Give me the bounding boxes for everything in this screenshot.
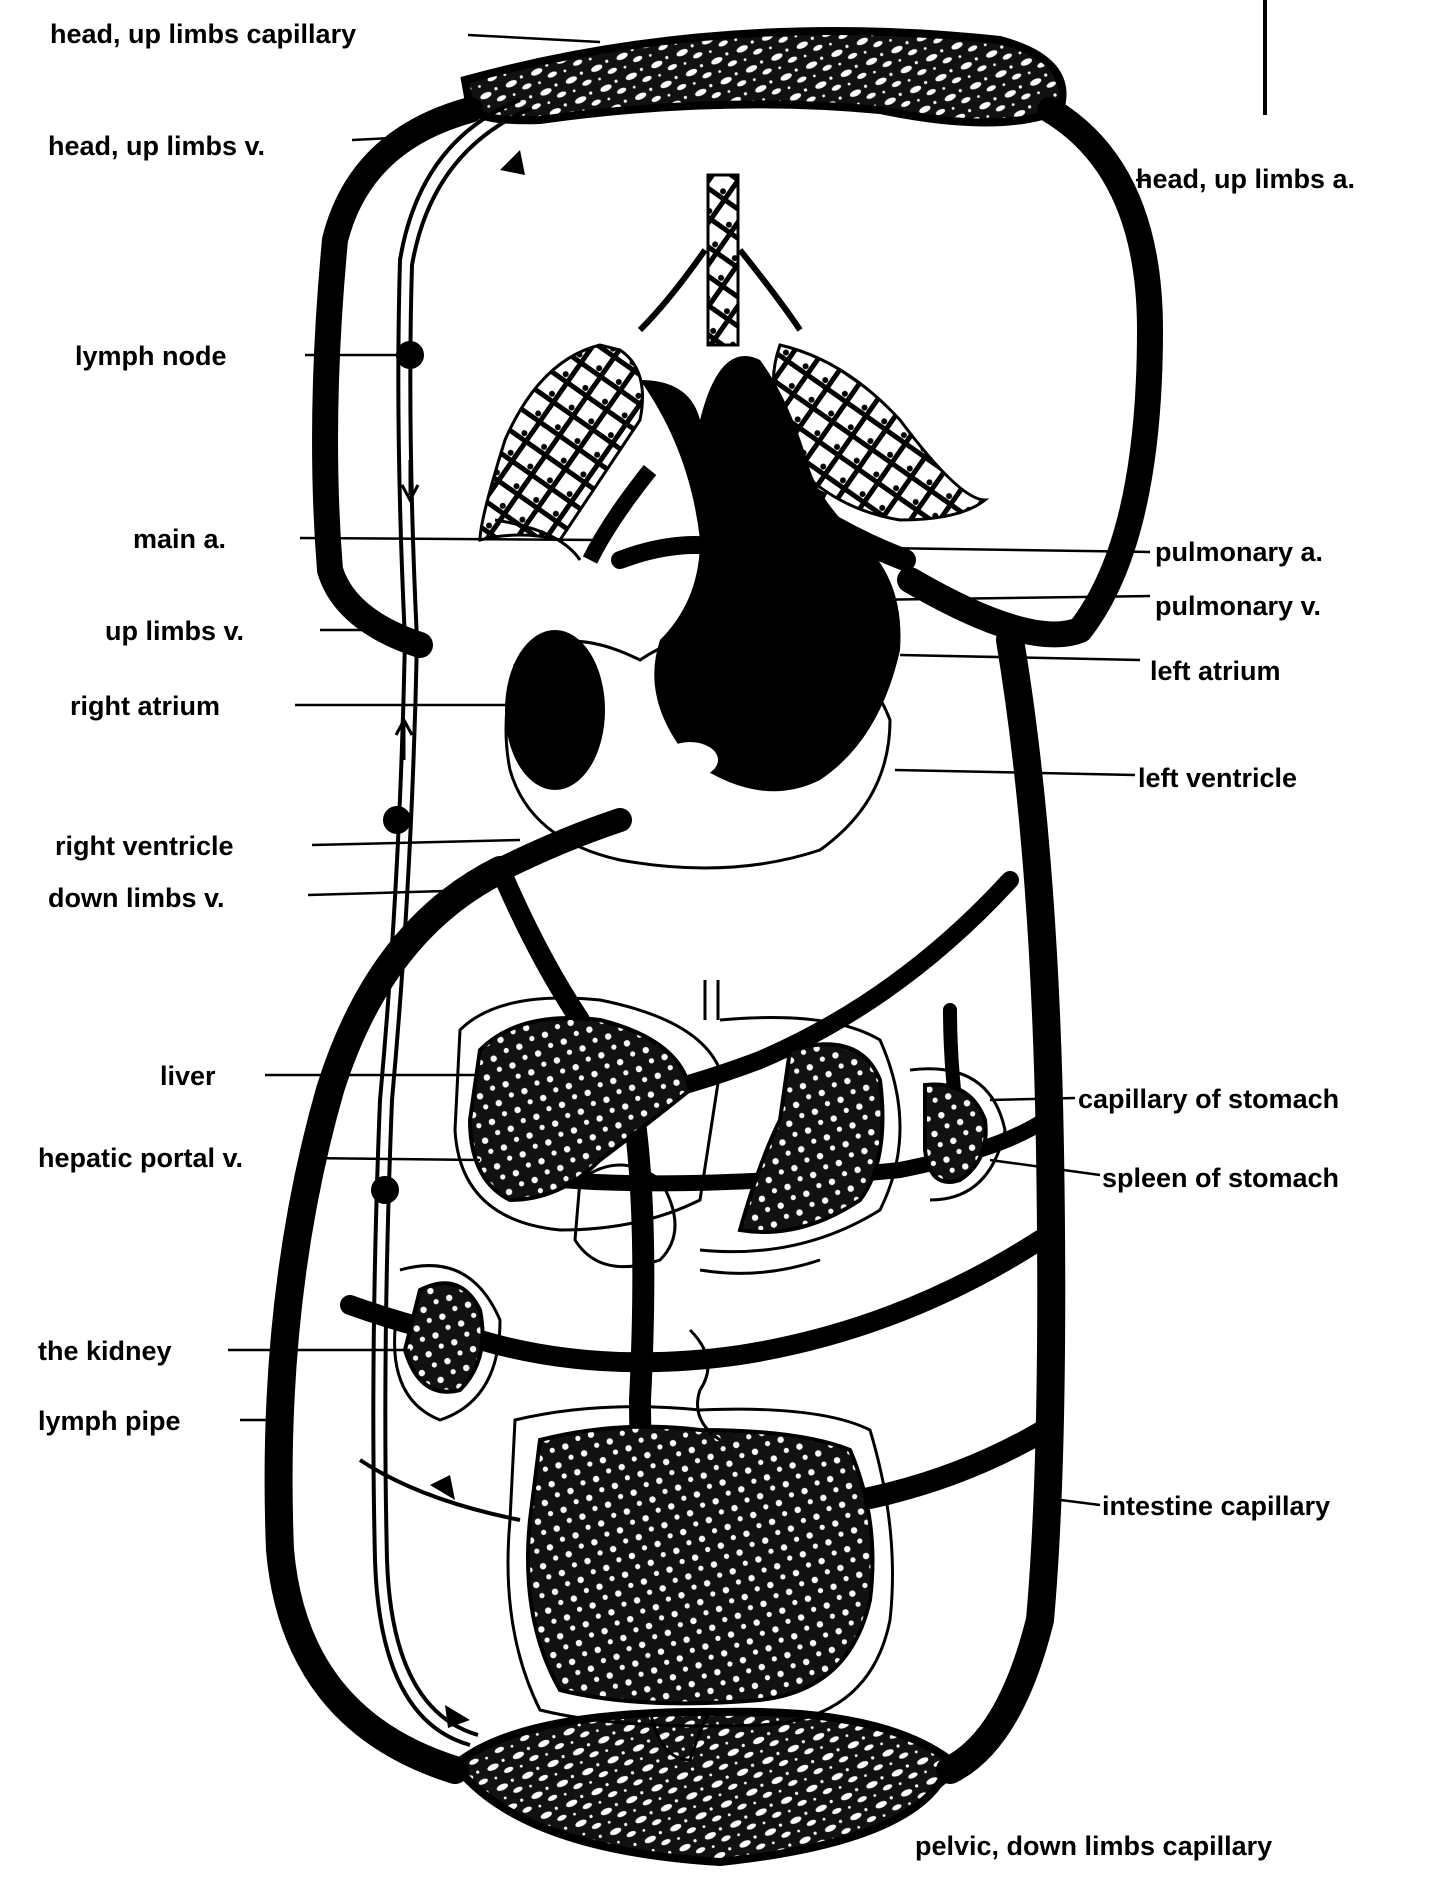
label-head-up-limbs-v: head, up limbs v. — [48, 130, 265, 162]
head-capillary-bed — [465, 31, 1063, 123]
label-left-atrium: left atrium — [1150, 655, 1281, 687]
label-liver: liver — [160, 1060, 216, 1092]
label-lymph-pipe: lymph pipe — [38, 1405, 181, 1437]
label-left-ventricle: left ventricle — [1138, 762, 1297, 794]
label-hepatic-portal-v: hepatic portal v. — [38, 1142, 243, 1174]
liver — [455, 998, 720, 1230]
label-pelvic-down-limbs-capillary: pelvic, down limbs capillary — [915, 1830, 1272, 1862]
label-main-a: main a. — [133, 523, 226, 555]
label-pulmonary-v: pulmonary v. — [1155, 590, 1321, 622]
label-lymph-node: lymph node — [75, 340, 227, 372]
spleen — [910, 1069, 1005, 1200]
pelvic-capillary-bed — [455, 1712, 950, 1862]
label-right-ventricle: right ventricle — [55, 830, 234, 862]
label-pulmonary-a: pulmonary a. — [1155, 536, 1323, 568]
label-spleen-of-stomach: spleen of stomach — [1102, 1162, 1339, 1194]
label-intestine-capillary: intestine capillary — [1102, 1490, 1330, 1522]
label-right-atrium: right atrium — [70, 690, 220, 722]
label-down-limbs-v: down limbs v. — [48, 882, 225, 914]
label-head-up-limbs-a: head, up limbs a. — [1136, 163, 1355, 195]
label-head-up-limbs-capillary: head, up limbs capillary — [50, 18, 356, 50]
intestine — [508, 1407, 893, 1760]
stomach — [700, 1018, 900, 1252]
label-the-kidney: the kidney — [38, 1335, 172, 1367]
label-up-limbs-v: up limbs v. — [105, 615, 244, 647]
label-capillary-of-stomach: capillary of stomach — [1078, 1083, 1339, 1115]
